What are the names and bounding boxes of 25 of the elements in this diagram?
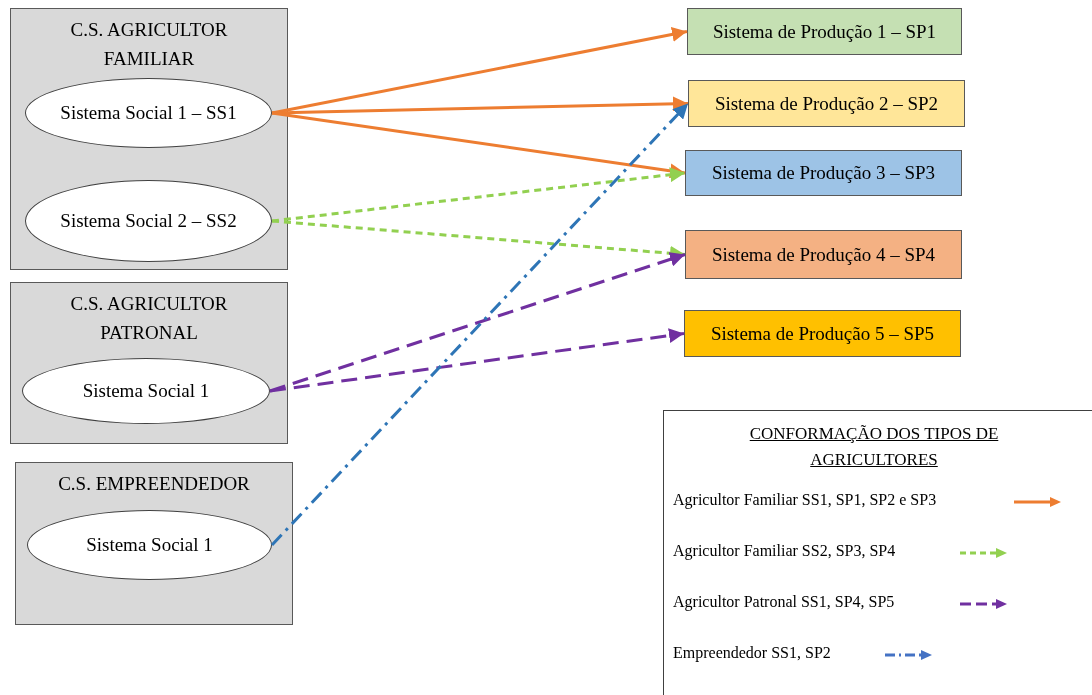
arrow [271,111,686,179]
ellipse-node: Sistema Social 1 – SS1 [25,78,272,148]
legend-text: Agricultor Patronal SS1, SP4, SP5 [673,593,895,611]
group-box [10,8,288,270]
arrow [269,328,685,393]
arrow [271,167,686,223]
group-box [10,282,288,444]
ellipse-node: Sistema Social 2 – SS2 [25,180,272,262]
group-box [15,462,293,625]
process-box: Sistema de Produção 1 – SP1 [687,8,962,55]
process-box: Sistema de Produção 3 – SP3 [685,150,962,196]
legend-text: Empreendedor SS1, SP2 [673,644,831,662]
legend-title: CONFORMAÇÃO DOS TIPOS DE AGRICULTORES [748,423,1000,471]
group-title: C.S. EMPREENDEDOR [57,472,251,496]
legend-text: Agricultor Familiar SS2, SP3, SP4 [673,542,896,560]
arrow [271,96,689,115]
process-box: Sistema de Produção 2 – SP2 [688,80,965,127]
legend-text: Agricultor Familiar SS1, SP1, SP2 e SP3 [673,491,937,509]
group-title: C.S. AGRICULTOR FAMILIAR [69,18,229,71]
process-box: Sistema de Produção 4 – SP4 [685,230,962,279]
arrow [270,102,690,547]
process-box: Sistema de Produção 5 – SP5 [684,310,961,357]
group-title: C.S. AGRICULTOR PATRONAL [69,292,229,345]
ellipse-node: Sistema Social 1 [27,510,272,580]
ellipse-node: Sistema Social 1 [22,358,270,424]
